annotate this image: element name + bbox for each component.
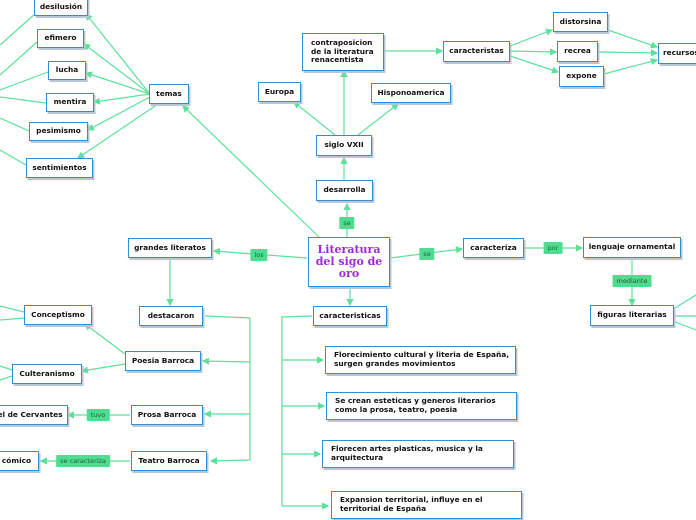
node-teatro-barroca[interactable]: Teatro Barroca — [131, 451, 207, 471]
node-distorsina[interactable]: distorsina — [553, 12, 608, 32]
edge-label-tuvo: tuvo — [86, 409, 110, 421]
node-comico[interactable]: cómico — [0, 451, 39, 471]
node-caracteristicas[interactable]: caracteristicas — [313, 306, 387, 326]
node-siglo[interactable]: siglo VXII — [316, 135, 372, 156]
central-topic[interactable]: Literatura del sigo de oro — [308, 237, 390, 287]
node-hisponoamerica[interactable]: Hisponoamerica — [371, 83, 451, 103]
node-grandes-literatos[interactable]: grandes literatos — [128, 238, 212, 258]
node-desilusion[interactable]: desilusión — [34, 0, 88, 16]
node-florecimiento[interactable]: Florecimiento cultural y literia de Espa… — [325, 346, 516, 374]
edge-label-se-caracteriza-right: se — [419, 248, 435, 260]
node-caracteristas[interactable]: caracteristas — [443, 41, 510, 62]
node-cervantes[interactable]: el de Cervantes — [0, 405, 68, 425]
node-contraposicion[interactable]: contraposicion de la literatura renacent… — [302, 33, 384, 71]
node-efimero[interactable]: efimero — [37, 29, 84, 48]
node-pesimismo[interactable]: pesimismo — [29, 122, 88, 141]
node-esteticas[interactable]: Se crean esteticas y generos literarios … — [326, 392, 517, 420]
node-conceptismo[interactable]: Conceptismo — [24, 305, 92, 325]
node-recrea[interactable]: recrea — [557, 41, 598, 62]
node-poesia-barroca[interactable]: Poesia Barroca — [125, 351, 201, 371]
node-sentimientos[interactable]: sentimientos — [26, 158, 93, 178]
node-prosa-barroca[interactable]: Prosa Barroca — [131, 405, 203, 425]
node-desarrolla[interactable]: desarrolla — [316, 180, 373, 201]
edge-label-se-caracteriza: se caracteriza — [56, 455, 110, 467]
edge-label-mediante: mediante — [612, 275, 652, 287]
node-expansion[interactable]: Expansion territorial, influye en el ter… — [331, 491, 522, 519]
node-lucha[interactable]: lucha — [48, 61, 86, 80]
edge-label-se-desarrolla: se — [339, 217, 355, 229]
node-figuras-literarias[interactable]: figuras literarias — [590, 305, 674, 326]
node-recursos[interactable]: recursos — [658, 43, 696, 64]
node-caracteriza[interactable]: caracteriza — [463, 238, 524, 258]
edge-label-por: por — [543, 242, 563, 254]
node-lenguaje-ornamental[interactable]: lenguaje ornamental — [583, 237, 681, 258]
node-europa[interactable]: Europa — [258, 82, 301, 102]
node-destacaron[interactable]: destacaron — [139, 306, 203, 326]
node-temas[interactable]: temas — [149, 84, 189, 104]
node-mentira[interactable]: mentira — [46, 93, 94, 112]
node-florecen[interactable]: Florecen artes plasticas, musica y la ar… — [322, 440, 514, 468]
edge-label-los: los — [250, 249, 268, 261]
node-culteranismo[interactable]: Culteranismo — [12, 364, 82, 384]
node-expone[interactable]: expone — [559, 66, 604, 87]
